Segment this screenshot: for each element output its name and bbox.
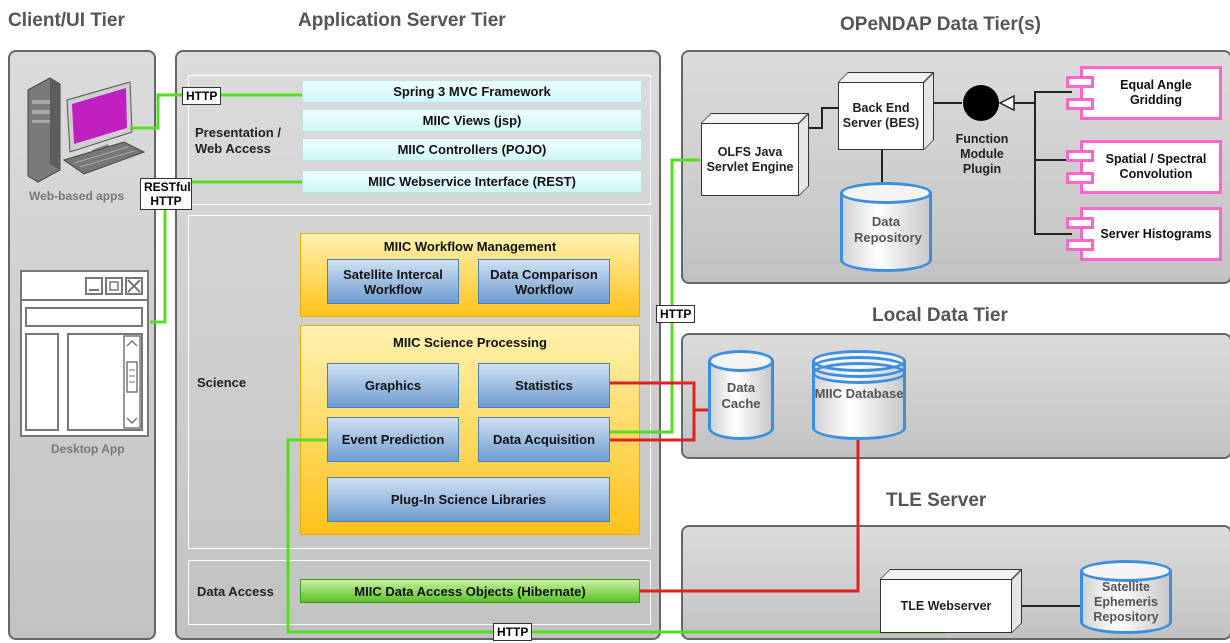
science-label: Science <box>197 375 247 390</box>
dao-bar: MIIC Data Access Objects (Hibernate) <box>300 579 640 603</box>
module-tab-icon <box>1066 76 1094 88</box>
acquisition-to-olfs-link <box>610 158 700 434</box>
satellite-intercal-workflow: Satellite Intercal Workflow <box>327 259 459 304</box>
presentation-section <box>188 75 651 205</box>
module-tab-icon <box>1066 98 1094 110</box>
local-tier-title: Local Data Tier <box>872 305 1008 326</box>
plugin-science-libraries: Plug-In Science Libraries <box>327 477 610 522</box>
event-to-tle-link <box>286 438 946 634</box>
desktop-app-window-icon <box>20 270 149 437</box>
miic-database-cylinder: MIIC Database <box>812 350 906 440</box>
data-comparison-workflow: Data Comparison Workflow <box>478 259 610 304</box>
client-tier-title: Client/UI Tier <box>8 10 125 31</box>
http-top-tag: HTTP <box>182 87 222 105</box>
controllers-bar: MIIC Controllers (POJO) <box>302 138 642 161</box>
dao-to-database-link <box>640 440 860 593</box>
data-repository-cylinder: Data Repository <box>840 182 932 272</box>
desktop-computer-icon <box>27 77 146 183</box>
back-end-server: Back End Server (BES) <box>838 82 924 150</box>
statistics-module: Statistics <box>478 363 610 408</box>
views-bar: MIIC Views (jsp) <box>302 109 642 132</box>
ephemeris-repository-label: Satellite Ephemeris Repository <box>1093 580 1159 624</box>
spring-mvc-bar: Spring 3 MVC Framework <box>302 80 642 103</box>
data-repository-label: Data Repository <box>854 214 922 245</box>
tle-tier-title: TLE Server <box>886 490 987 511</box>
tle-cube-top <box>880 569 1022 579</box>
olfs-cube-side <box>799 113 809 196</box>
equal-angle-gridding-module: Equal Angle Gridding <box>1080 66 1222 120</box>
desktop-app-label: Desktop App <box>51 442 125 456</box>
data-acquisition-module: Data Acquisition <box>478 417 610 462</box>
data-access-label: Data Access <box>197 584 274 599</box>
module-tab-icon <box>1066 239 1094 251</box>
presentation-label: Presentation / Web Access <box>195 125 281 156</box>
spatial-spectral-convolution-module: Spatial / Spectral Convolution <box>1080 140 1222 194</box>
restful-http-tag: RESTful HTTP <box>140 178 192 210</box>
interface-arrow-icon <box>998 94 1015 112</box>
function-module-node-icon <box>963 85 999 121</box>
workflow-management-title: MIIC Workflow Management <box>383 239 557 254</box>
bes-cube-top <box>838 72 934 82</box>
data-cache-cylinder: Data Cache <box>708 350 774 440</box>
webservice-bar: MIIC Webservice Interface (REST) <box>302 170 642 193</box>
bes-cube-side <box>924 72 934 150</box>
server-histograms-module: Server Histograms <box>1080 207 1222 261</box>
data-cache-label: Data Cache <box>721 380 761 411</box>
science-processing-title: MIIC Science Processing <box>393 335 547 350</box>
tle-cube-side <box>1012 569 1022 633</box>
ephemeris-repository-cylinder: Satellite Ephemeris Repository <box>1080 560 1172 634</box>
http-bottom-tag: HTTP <box>493 623 533 641</box>
olfs-servlet-engine: OLFS Java Servlet Engine <box>701 123 799 196</box>
module-tab-icon <box>1066 150 1094 162</box>
tle-webserver: TLE Webserver <box>880 579 1012 633</box>
desktop-to-rest-link <box>150 180 302 324</box>
http-mid-tag: HTTP <box>656 305 696 323</box>
graphics-module: Graphics <box>327 363 459 408</box>
function-to-modules-link <box>1000 91 1072 235</box>
web-to-spring-link <box>130 93 302 130</box>
event-prediction-module: Event Prediction <box>327 417 459 462</box>
web-apps-label: Web-based apps <box>29 189 125 203</box>
app-tier-title: Application Server Tier <box>298 10 506 31</box>
function-module-label: Function Module Plugin <box>955 132 1009 176</box>
module-tab-icon <box>1066 172 1094 184</box>
olfs-to-bes-link <box>805 107 838 129</box>
miic-database-label: MIIC Database <box>814 386 904 401</box>
olfs-cube-top <box>701 113 809 123</box>
module-tab-icon <box>1066 217 1094 229</box>
opendap-tier-title: OPeNDAP Data Tier(s) <box>840 14 1041 35</box>
